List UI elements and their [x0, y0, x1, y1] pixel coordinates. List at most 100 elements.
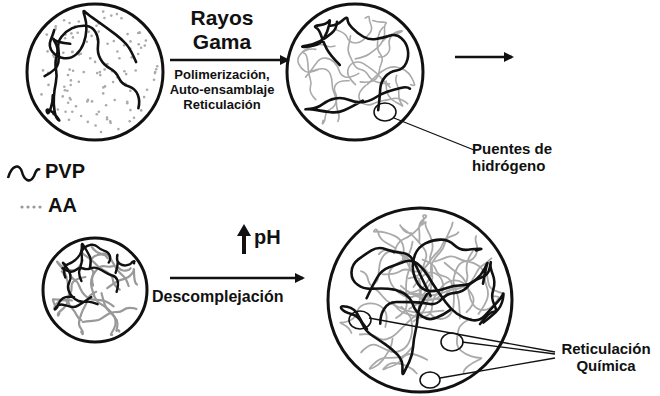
aa-monomer	[106, 118, 109, 121]
leader-line	[369, 318, 555, 352]
aa-chain	[83, 308, 136, 322]
compact-complex	[53, 244, 137, 335]
aa-monomer	[76, 32, 79, 35]
aa-chain	[374, 229, 404, 262]
aa-monomer	[46, 50, 49, 53]
aa-monomer	[125, 73, 128, 76]
aa-chain	[68, 277, 85, 320]
aa-chain	[457, 319, 482, 374]
callout-label: Reticulación Química	[556, 340, 656, 375]
legend-sample-pvp	[8, 167, 40, 181]
aa-monomer	[137, 53, 140, 56]
aa-monomer	[94, 61, 97, 64]
aa-monomer	[54, 25, 57, 28]
aa-monomer	[57, 108, 60, 111]
leader-line	[440, 358, 555, 378]
aa-monomer	[96, 113, 99, 116]
aa-monomer	[63, 86, 66, 89]
aa-monomer	[145, 39, 148, 42]
aa-monomer	[103, 17, 106, 20]
complex-circle	[287, 4, 423, 140]
aa-monomer	[113, 99, 116, 102]
legend-sample-aa	[20, 205, 41, 208]
callout-label: Puentes de hidrógeno	[472, 140, 576, 175]
aa-monomer	[87, 121, 90, 124]
aa-monomer	[110, 14, 113, 17]
aa-monomer	[75, 105, 78, 108]
leader-line	[394, 118, 474, 150]
aa-monomer	[102, 10, 105, 13]
aa-monomer	[154, 72, 157, 75]
aa-monomer	[144, 44, 147, 47]
aa-monomer	[123, 70, 126, 73]
crosslink-marker	[441, 333, 463, 351]
pvp-chain	[47, 39, 71, 121]
aa-monomer	[99, 74, 102, 77]
aa-monomer	[62, 51, 65, 54]
aa-monomer	[87, 30, 90, 33]
aa-chain	[348, 62, 391, 87]
aa-monomer	[68, 119, 71, 122]
aa-monomer	[64, 37, 67, 40]
aa-monomer	[113, 40, 116, 43]
aa-monomer	[137, 32, 140, 35]
increase-arrow-head	[237, 224, 251, 236]
aa-chain	[306, 58, 359, 77]
aa-monomer	[63, 19, 66, 22]
aa-monomer	[103, 68, 106, 71]
legend-label: AA	[48, 194, 108, 217]
aa-monomer	[80, 115, 83, 118]
aa-monomer	[129, 109, 132, 112]
aa-monomer	[67, 101, 70, 104]
polymerized-complex	[298, 16, 415, 123]
aa-monomer	[40, 93, 43, 96]
aa-monomer	[146, 89, 149, 92]
aa-chain	[102, 293, 120, 331]
crosslink-marker	[349, 311, 371, 329]
aa-monomer	[105, 104, 108, 107]
legend-label: PVP	[45, 160, 105, 183]
process-label: Polimerización, Auto-ensamblaje Reticula…	[162, 68, 282, 113]
aa-monomer	[98, 30, 101, 33]
aa-monomer	[86, 100, 89, 103]
aa-monomer	[82, 71, 85, 74]
stimulus-label: pH	[254, 226, 294, 249]
aa-monomer	[80, 53, 83, 56]
aa-chain	[367, 67, 414, 86]
pvp-chain	[351, 248, 450, 319]
aa-monomer	[90, 35, 93, 38]
aa-monomer	[78, 20, 81, 23]
aa-monomer	[126, 100, 129, 103]
pvp-chain	[45, 26, 140, 108]
aa-monomer	[64, 89, 67, 92]
aa-monomer	[117, 128, 120, 131]
aa-monomer	[98, 110, 101, 113]
aa-monomer	[100, 131, 103, 134]
aa-monomer	[69, 84, 72, 87]
aa-monomer	[69, 98, 72, 101]
process-arrow	[170, 59, 288, 62]
process-arrow	[455, 56, 512, 59]
aa-monomer	[72, 70, 75, 73]
aa-monomer	[64, 110, 67, 113]
aa-monomer	[46, 33, 49, 36]
pvp-aa-mixture	[40, 10, 158, 133]
aa-monomer	[94, 124, 97, 127]
pvp-chain	[302, 20, 339, 65]
aa-monomer	[116, 50, 119, 53]
aa-monomer	[137, 43, 140, 46]
aa-monomer	[116, 13, 119, 16]
aa-monomer	[71, 51, 74, 54]
aa-monomer	[91, 100, 94, 103]
solution-circle	[27, 4, 163, 140]
aa-monomer	[61, 95, 64, 98]
aa-monomer	[71, 51, 74, 54]
collapsed-circle	[43, 238, 147, 342]
pvp-chain	[305, 87, 410, 112]
aa-monomer	[140, 109, 143, 112]
aa-monomer	[68, 68, 71, 71]
hbond-marker	[374, 103, 396, 121]
swollen-circle	[328, 208, 512, 392]
aa-monomer	[71, 110, 74, 113]
